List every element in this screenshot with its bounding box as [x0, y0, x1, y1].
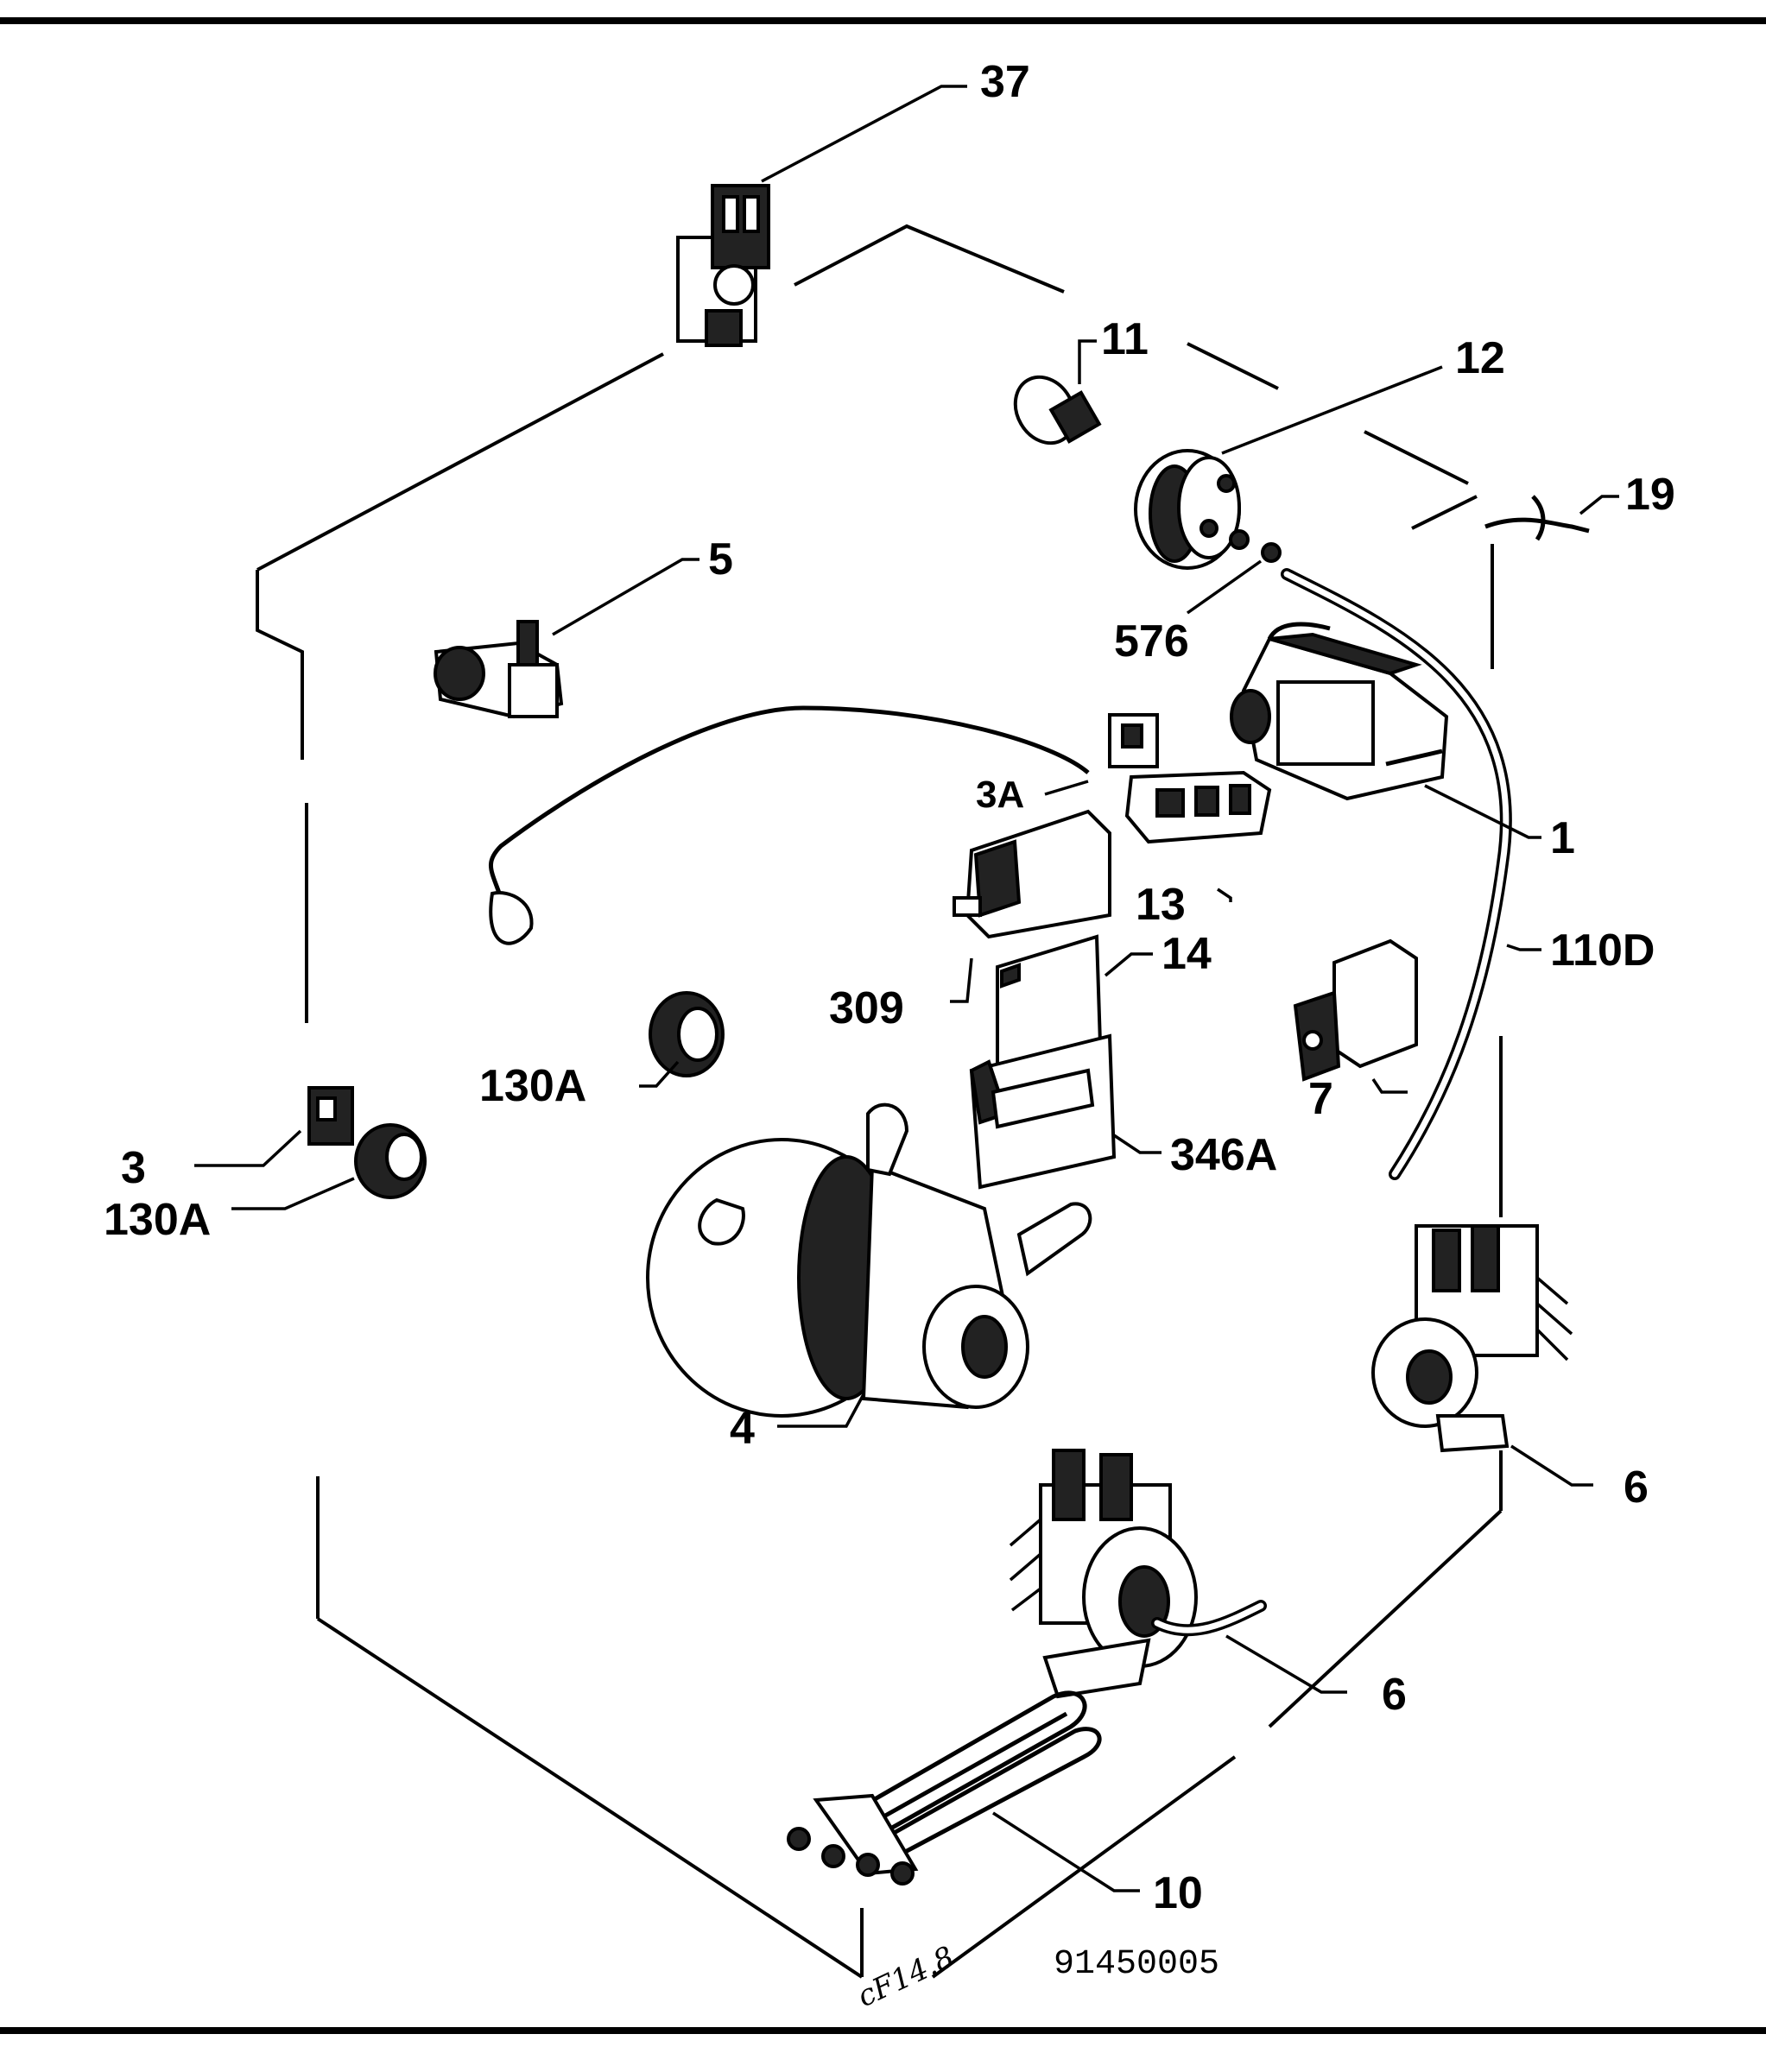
label-346a: 346A	[1170, 1130, 1277, 1180]
part-130a-lower-grommet	[354, 1123, 427, 1199]
part-3-lampholder	[307, 1086, 354, 1146]
part-7-filter	[1293, 938, 1418, 1082]
figure-code: 91450005	[1054, 1945, 1219, 1984]
label-37: 37	[980, 57, 1030, 107]
label-13: 13	[1136, 880, 1186, 930]
part-5-valve	[434, 620, 564, 719]
callout-labels: 37 11 12 19 5 576 1 3A 13 110D 14 309 7 …	[104, 57, 1675, 1918]
label-130a-lower: 130A	[104, 1195, 211, 1245]
part-10-heater	[787, 1690, 1102, 1886]
label-14: 14	[1162, 929, 1212, 979]
sensor-wire	[488, 705, 1090, 945]
label-7: 7	[1308, 1074, 1333, 1124]
part-6-lower-pump	[1009, 1449, 1267, 1699]
label-4: 4	[730, 1404, 755, 1454]
label-576: 576	[1114, 616, 1189, 666]
leader-lines	[194, 85, 1619, 1892]
label-6-upper: 6	[1624, 1462, 1649, 1513]
part-12-programmer	[1134, 449, 1250, 570]
cabinet-frame	[256, 224, 1503, 1979]
part-130a-upper-grommet	[649, 991, 725, 1077]
label-6-lower: 6	[1382, 1670, 1407, 1720]
label-309: 309	[829, 983, 904, 1033]
label-12: 12	[1455, 333, 1505, 383]
part-3a-thermostat	[1108, 713, 1159, 768]
label-1: 1	[1550, 813, 1575, 863]
part-4-motor	[646, 1102, 1092, 1418]
part-19-clip	[1484, 495, 1590, 541]
part-346a-box	[969, 1033, 1117, 1190]
part-110d-hose	[1281, 568, 1512, 1180]
signature: cF14.8	[852, 1940, 959, 2014]
label-19: 19	[1625, 470, 1675, 520]
part-11-capacitor	[1013, 375, 1102, 445]
label-3a: 3A	[976, 774, 1024, 816]
label-5: 5	[708, 534, 733, 584]
part-576-screw	[1261, 542, 1282, 563]
part-37-bracket	[676, 184, 770, 347]
label-130a-upper: 130A	[479, 1061, 586, 1111]
label-3: 3	[121, 1143, 146, 1193]
label-110d: 110D	[1550, 925, 1655, 976]
label-11: 11	[1101, 314, 1149, 364]
label-10: 10	[1153, 1868, 1203, 1918]
part-1-timer	[1230, 622, 1449, 801]
part-6-upper-pump	[1371, 1224, 1573, 1453]
part-309-cover	[953, 809, 1111, 939]
part-13-switch	[1124, 770, 1272, 844]
